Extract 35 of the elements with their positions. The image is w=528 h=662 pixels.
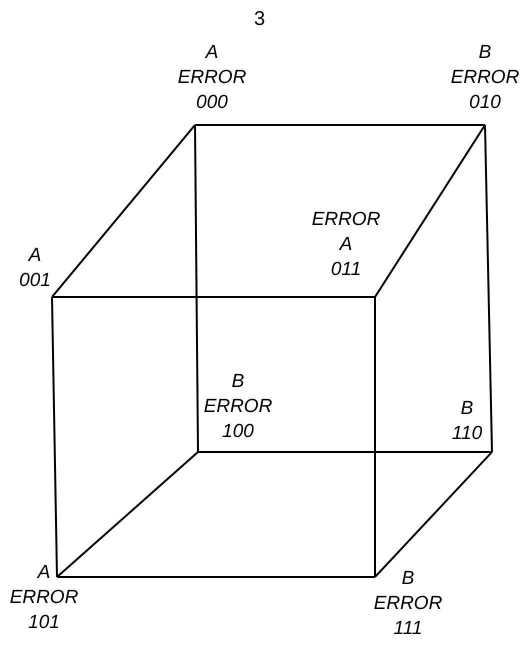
vertex-label: 000 bbox=[196, 91, 228, 115]
vertex-label: B bbox=[478, 41, 492, 65]
vertex-label: B bbox=[232, 370, 244, 394]
cube-edge bbox=[51, 296, 58, 578]
vertex-label: B bbox=[402, 567, 414, 591]
cube-edge bbox=[198, 451, 492, 453]
vertex-label: B bbox=[460, 397, 474, 421]
vertex-label: 110 bbox=[452, 422, 482, 446]
cube-edge bbox=[52, 296, 375, 298]
vertex-label: A bbox=[28, 244, 42, 268]
cube-edge bbox=[194, 125, 199, 452]
vertex-label: ERROR bbox=[374, 592, 442, 616]
vertex-label: ERROR bbox=[204, 395, 272, 419]
vertex-label: 100 bbox=[222, 420, 254, 444]
vertex-label: 001 bbox=[19, 269, 51, 293]
vertex-label: 011 bbox=[330, 258, 362, 282]
vertex-label: ERROR bbox=[178, 66, 246, 90]
vertex-label: ERROR bbox=[312, 208, 380, 232]
vertex-label: 010 bbox=[469, 91, 501, 115]
vertex-label: A bbox=[38, 561, 50, 585]
vertex-label: 101 bbox=[28, 611, 60, 635]
cube-edge bbox=[374, 124, 486, 298]
vertex-label: ERROR bbox=[10, 586, 78, 610]
vertex-label: A bbox=[340, 233, 352, 257]
cube-edge bbox=[484, 124, 493, 452]
page-number: 3 bbox=[254, 7, 266, 32]
cube-edge bbox=[51, 124, 196, 298]
cube-edge bbox=[195, 124, 485, 126]
vertex-label: A bbox=[206, 41, 218, 65]
cube-edge bbox=[374, 297, 376, 577]
vertex-label: ERROR bbox=[450, 66, 520, 90]
cube-edge bbox=[57, 576, 375, 578]
cube-edge bbox=[56, 451, 199, 578]
cube-edge bbox=[374, 451, 493, 578]
vertex-label: 111 bbox=[394, 617, 422, 641]
